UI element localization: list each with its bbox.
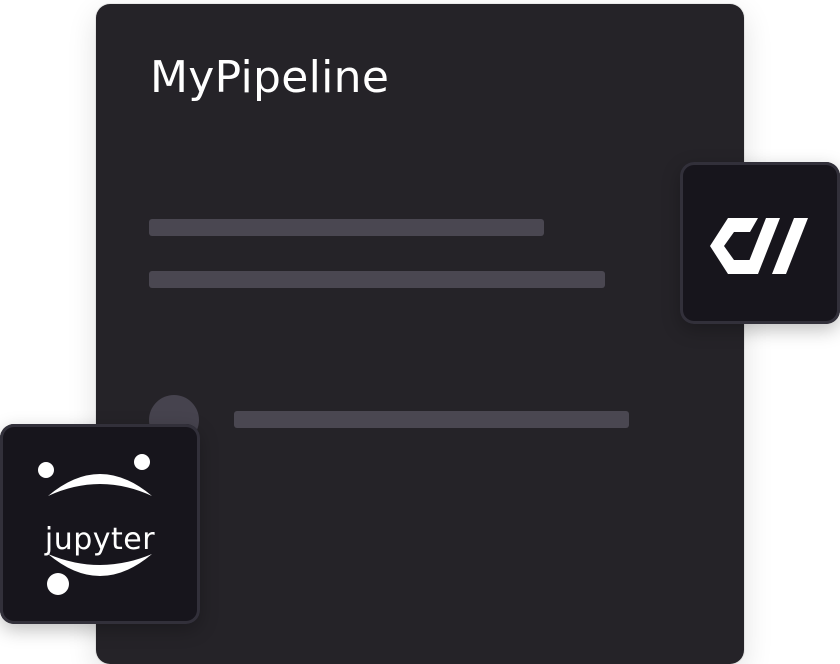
pipeline-title: MyPipeline xyxy=(150,52,390,103)
placeholder-line-3 xyxy=(234,411,629,428)
placeholder-line-2 xyxy=(149,271,605,288)
cw-logo-icon xyxy=(710,218,808,274)
cw-logo-tile xyxy=(680,162,840,324)
placeholder-line-1 xyxy=(149,219,544,236)
jupyter-logo-icon xyxy=(38,454,152,595)
jupyter-logo-tile: jupyter xyxy=(0,424,200,624)
jupyter-logo-text: jupyter xyxy=(44,522,156,557)
pipeline-card xyxy=(96,4,744,664)
